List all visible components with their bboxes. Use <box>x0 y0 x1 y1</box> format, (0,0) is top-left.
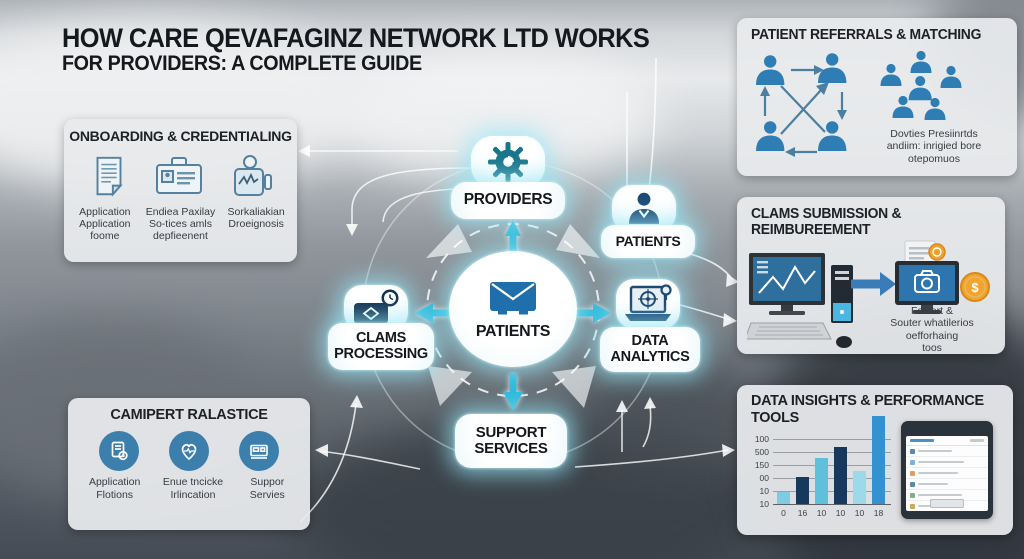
claims-label: CLAMS PROCESSING <box>334 329 428 362</box>
heart-care-icon <box>169 431 209 472</box>
claims-submission-title: CLAMS SUBMISSION & REIMBUREEMENT <box>751 206 902 239</box>
patients-node-label: PATIENTS <box>615 232 681 249</box>
referrals-title: PATIENT REFERRALS & MATCHING <box>751 27 982 43</box>
practice-caption-1: Application Flotions <box>88 476 141 501</box>
flow-chevrons <box>426 224 600 408</box>
onboarding-caption-3: Sorkaliakian Droeignosis <box>227 205 285 231</box>
practice-caption-3: Suppor Servies <box>249 476 285 501</box>
doctor-icon <box>629 192 659 224</box>
onboarding-panel: ONBOARDING & CREDENTIALING <box>64 119 297 262</box>
analytics-icon-bubble <box>616 279 680 329</box>
practice-caption-2: Enue tncicke Irlincation <box>162 476 224 501</box>
onboarding-caption-2: Endiea Paxilay So-tices amls depfieenent <box>145 205 216 243</box>
patients-node: PATIENTS <box>601 225 695 258</box>
reimbursement-icon: $ <box>895 240 990 314</box>
referrals-panel: PATIENT REFERRALS & MATCHING <box>737 18 1017 176</box>
support-desk-icon <box>239 431 279 472</box>
claims-submission-panel: CLAMS SUBMISSION & REIMBUREEMENT <box>737 197 1005 354</box>
page-title: HOW CARE QEVAFAGINZ NETWORK LTD WORKS FO… <box>62 23 650 76</box>
hub-center-label: PATIENTS <box>475 322 551 340</box>
hub-arrows <box>415 220 611 410</box>
claims-node: CLAMS PROCESSING <box>328 323 434 370</box>
medical-device-icon <box>234 154 273 196</box>
hub-center-node: PATIENTS <box>449 251 577 367</box>
providers-label: PROVIDERS <box>463 191 553 209</box>
tablet-screen <box>906 436 988 511</box>
data-analytics-icon <box>625 284 672 321</box>
page-title-line2: FOR PROVIDERS: A COMPLETE GUIDE <box>62 52 422 76</box>
flow-arrow-icon <box>851 272 896 296</box>
onboarding-title: ONBOARDING & CREDENTIALING <box>69 128 292 144</box>
support-node: SUPPORT SERVICES <box>455 414 567 468</box>
onboarding-caption-1: Application Application foome <box>79 205 131 243</box>
claims-submission-caption: Foviart & Souter whatilerios oefforhaing… <box>890 305 974 355</box>
application-doc-icon <box>99 431 139 472</box>
providers-node: PROVIDERS <box>451 182 565 219</box>
application-form-icon <box>96 156 123 197</box>
bar-chart-bars <box>773 413 891 504</box>
matching-group-icon <box>880 50 962 120</box>
gear-icon <box>488 142 528 182</box>
claims-processing-icon <box>354 289 399 324</box>
practice-panel: CAMIPERT RALASTICE <box>68 398 310 530</box>
analytics-label: DATA ANALYTICS <box>610 332 690 365</box>
analytics-node: DATA ANALYTICS <box>600 327 700 372</box>
practice-title: CAMIPERT RALASTICE <box>110 407 268 423</box>
svg-text:$: $ <box>971 280 979 295</box>
tablet-button <box>930 499 964 508</box>
support-label: SUPPORT SERVICES <box>474 423 548 457</box>
workstation-icon <box>747 253 853 348</box>
analytics-tablet-mockup <box>901 421 993 519</box>
data-insights-title: DATA INSIGHTS & PERFORMANCE TOOLS <box>751 392 984 426</box>
bar-chart-plot <box>773 413 891 505</box>
id-card-icon <box>156 156 203 194</box>
referral-network-diagram <box>756 53 847 157</box>
page-title-line1: HOW CARE QEVAFAGINZ NETWORK LTD WORKS <box>62 23 650 53</box>
envelope-icon <box>490 281 536 315</box>
providers-icon-bubble <box>471 136 545 188</box>
referrals-caption: Dovties Presiinrtds andiim: inrigied bor… <box>886 128 982 165</box>
